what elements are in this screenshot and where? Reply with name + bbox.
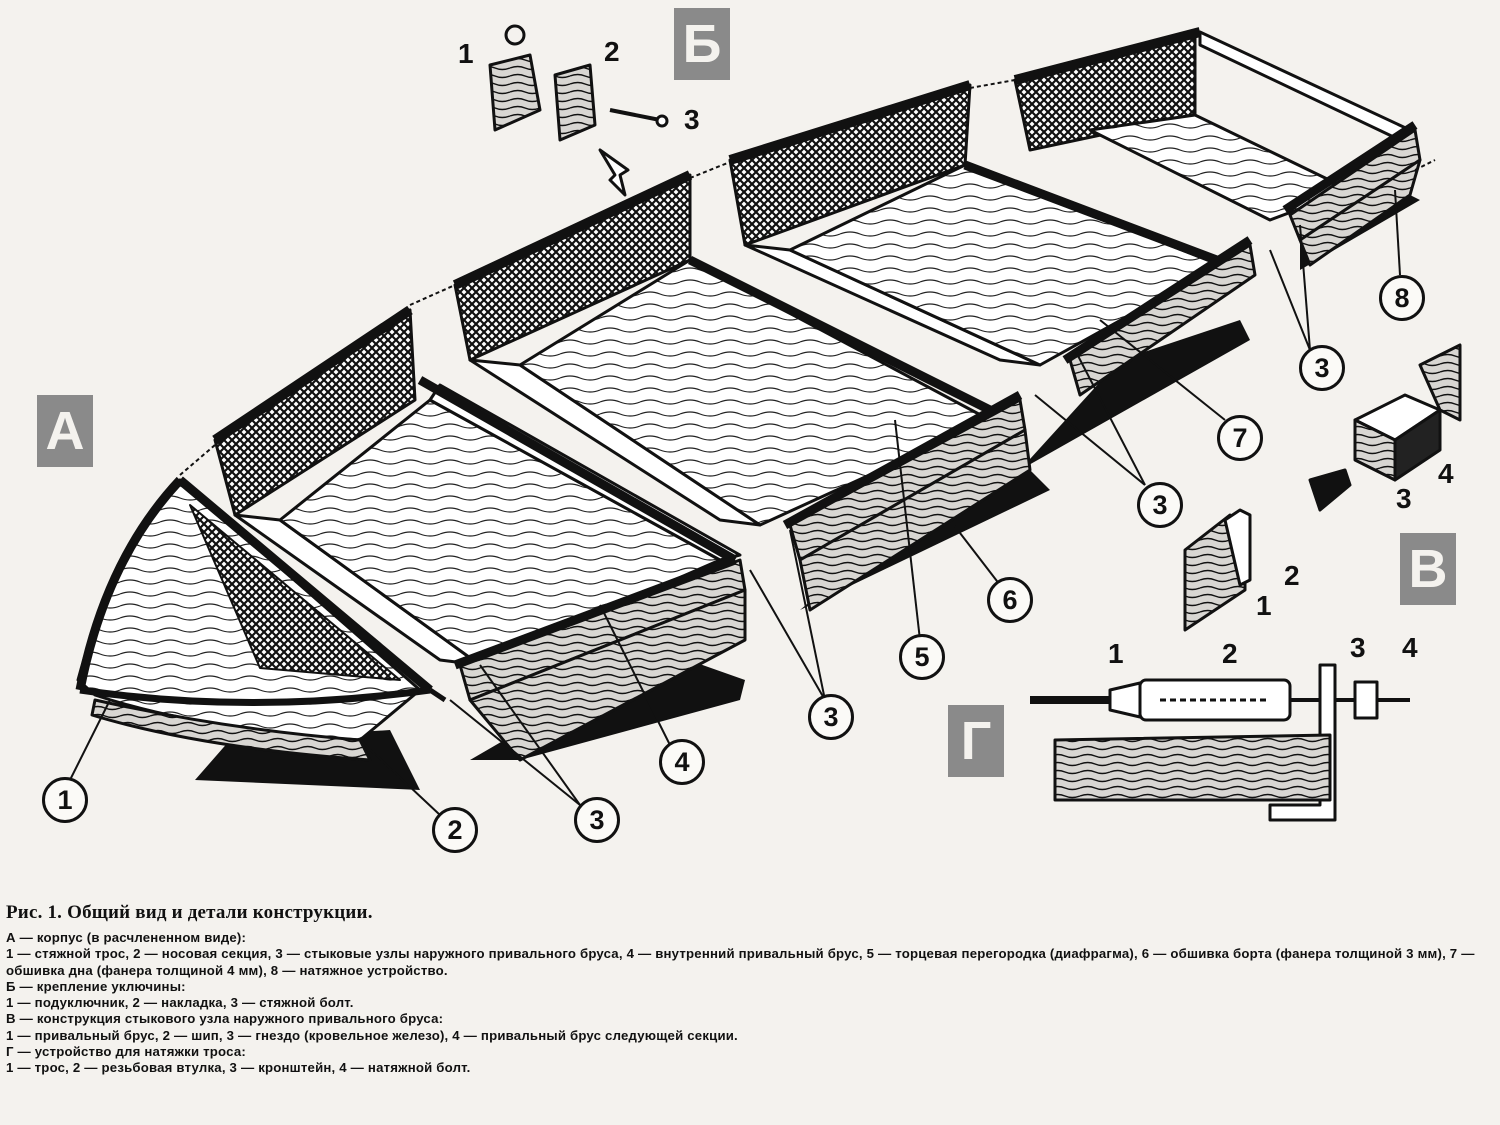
boat-figure: А Б В Г 1 2 3 4 3 5 6 3 7 3 8 1 2 3	[37, 8, 1462, 853]
section-letter-b: Б	[674, 8, 730, 80]
callout-3: 3	[574, 797, 620, 843]
figure-caption: Рис. 1. Общий вид и детали конструкции. …	[6, 900, 1494, 1077]
section-letter-v: В	[1400, 533, 1456, 605]
caption-b-heading: Б — крепление уключины:	[6, 978, 186, 994]
detail-v-label-3: 3	[1396, 483, 1412, 514]
callout-1: 1	[42, 777, 88, 823]
caption-g-items: 1 — трос, 2 — резьбовая втулка, 3 — крон…	[6, 1060, 471, 1076]
detail-v-joint	[1183, 343, 1462, 632]
callout-7: 7	[1217, 415, 1263, 461]
section-letter-g: Г	[948, 705, 1004, 777]
caption-a-heading: А — корпус (в расчлененном виде):	[6, 930, 247, 945]
callout-2: 2	[432, 807, 478, 853]
caption-a-items: 1 — стяжной трос, 2 — носовая секция, 3 …	[6, 946, 1475, 978]
section-2	[212, 305, 747, 762]
detail-v-label-2: 2	[1284, 560, 1300, 591]
section-letter-a: А	[37, 395, 93, 467]
callout-4: 4	[659, 739, 705, 785]
caption-b-items: 1 — подуключник, 2 — накладка, 3 — стяжн…	[6, 995, 354, 1011]
caption-v-heading: В — конструкция стыкового узла наружного…	[6, 1011, 444, 1027]
detail-g-label-2: 2	[1222, 638, 1238, 669]
callout-8: 8	[1379, 275, 1425, 321]
caption-title: Рис. 1. Общий вид и детали конструкции.	[6, 902, 373, 923]
detail-b-oarlock	[488, 24, 669, 197]
stern-section	[1013, 27, 1422, 267]
callout-leaders	[69, 189, 1401, 816]
caption-v-items: 1 — привальный брус, 2 — шип, 3 — гнездо…	[6, 1027, 738, 1043]
callout-3: 3	[1299, 345, 1345, 391]
detail-b-label-2: 2	[604, 36, 620, 67]
detail-v-label-1: 1	[1256, 590, 1272, 621]
section-3	[452, 170, 1032, 612]
boat-drawing	[75, 24, 1462, 822]
callout-6: 6	[987, 577, 1033, 623]
detail-v-label-4: 4	[1438, 458, 1454, 489]
detail-g-label-4: 4	[1402, 632, 1418, 663]
detail-g-label-3: 3	[1350, 632, 1366, 663]
bow-section	[75, 476, 447, 762]
detail-b-label-1: 1	[458, 38, 474, 69]
tension-cable	[179, 79, 1436, 476]
detail-g-tensioner	[1030, 663, 1410, 822]
detail-b-label-3: 3	[684, 104, 700, 135]
callout-5: 5	[899, 634, 945, 680]
section-4	[728, 80, 1257, 397]
caption-g-heading: Г — устройство для натяжки троса:	[6, 1044, 246, 1060]
callout-3: 3	[1137, 482, 1183, 528]
callout-3: 3	[808, 694, 854, 740]
detail-g-label-1: 1	[1108, 638, 1124, 669]
